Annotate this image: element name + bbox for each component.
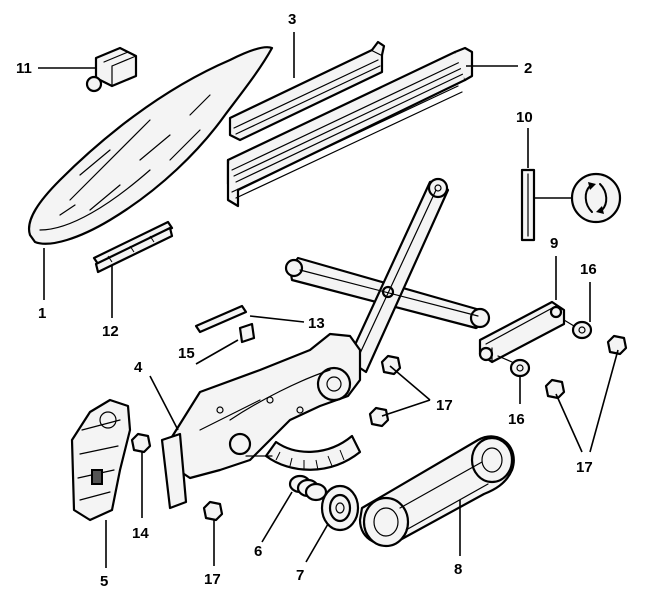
callout-15: 15 <box>178 345 195 362</box>
part-13-guide-strip <box>194 304 248 334</box>
regulator-scissor-arms <box>284 177 491 374</box>
part-8-drive-belt <box>358 435 515 548</box>
callout-10: 10 <box>516 109 533 126</box>
part-2-glass-channel <box>226 46 474 208</box>
part-14-nut <box>130 432 152 454</box>
rotation-arrows-icon <box>570 172 622 224</box>
part-6-spring <box>288 474 328 502</box>
callout-7: 7 <box>296 567 304 584</box>
callout-1: 1 <box>38 305 46 322</box>
part-7-pulley <box>320 484 360 532</box>
callout-8: 8 <box>454 561 462 578</box>
callout-3: 3 <box>288 11 296 28</box>
part-4-regulator-plate <box>160 332 362 510</box>
callout-11: 11 <box>16 60 32 77</box>
part-10-seal-strip <box>520 168 536 242</box>
part-9-bracket <box>478 300 566 364</box>
callout-12: 12 <box>102 323 119 340</box>
part-1-window-glass <box>27 46 274 245</box>
callout-5: 5 <box>100 573 108 590</box>
callout-labels: 1 2 3 4 5 6 7 8 9 10 11 12 13 14 15 16 1… <box>16 11 597 590</box>
leader-lines <box>38 32 619 568</box>
callout-14: 14 <box>132 525 149 542</box>
callout-16-upper: 16 <box>580 261 597 278</box>
part-3-glass-channel <box>228 40 386 142</box>
callout-17-right: 17 <box>576 459 593 476</box>
part-15-clip <box>238 322 256 344</box>
part-5-motor <box>70 398 132 522</box>
callout-13: 13 <box>308 315 325 332</box>
part-17-nuts <box>202 334 628 522</box>
callout-17-bottom: 17 <box>204 571 221 588</box>
part-12-channel-piece <box>92 220 174 274</box>
callout-2: 2 <box>524 60 532 77</box>
callout-9: 9 <box>550 235 558 252</box>
callout-6: 6 <box>254 543 262 560</box>
part-11-clip <box>85 46 138 93</box>
callout-17-center: 17 <box>436 397 453 414</box>
callout-16-lower: 16 <box>508 411 525 428</box>
callout-4: 4 <box>134 359 143 376</box>
